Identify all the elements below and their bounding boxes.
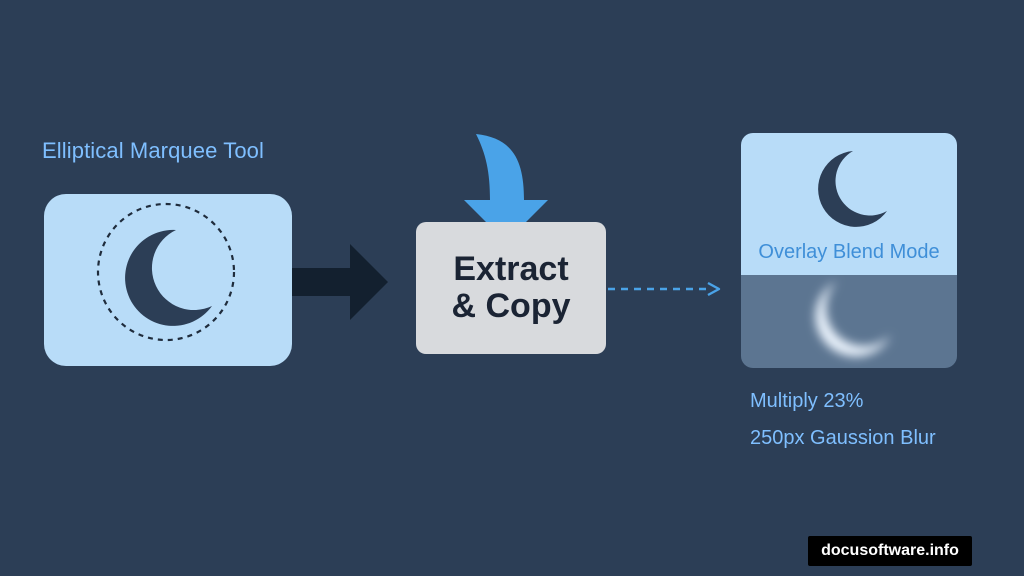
- extract-copy-box: Extract & Copy: [416, 222, 606, 354]
- process-line-1: Extract: [453, 250, 569, 289]
- blur-setting: 250px Gaussion Blur: [750, 427, 936, 449]
- result-overlay-panel: Overlay Blend Mode: [741, 133, 957, 275]
- dashed-arrowhead-icon: [707, 281, 721, 297]
- multiply-setting: Multiply 23%: [750, 390, 864, 412]
- crescent-moon-icon: [125, 229, 212, 326]
- process-line-2: & Copy: [451, 287, 571, 325]
- source-panel: [44, 194, 292, 366]
- blurred-moon-graphic: [815, 281, 891, 357]
- result-blur-panel: [741, 275, 957, 368]
- selection-graphic: [96, 202, 236, 342]
- watermark-badge: docusoftware.info: [808, 536, 972, 566]
- result-moon-graphic: [818, 151, 887, 227]
- arrow-right-icon: [292, 244, 388, 320]
- source-label: Elliptical Marquee Tool: [42, 138, 265, 163]
- marquee-selection-circle: [96, 202, 236, 342]
- glowing-moon-icon: [815, 281, 891, 357]
- curved-down-arrow-icon: [464, 134, 548, 242]
- overlay-blend-label: Overlay Blend Mode: [758, 241, 940, 263]
- crescent-moon-icon: [818, 151, 887, 227]
